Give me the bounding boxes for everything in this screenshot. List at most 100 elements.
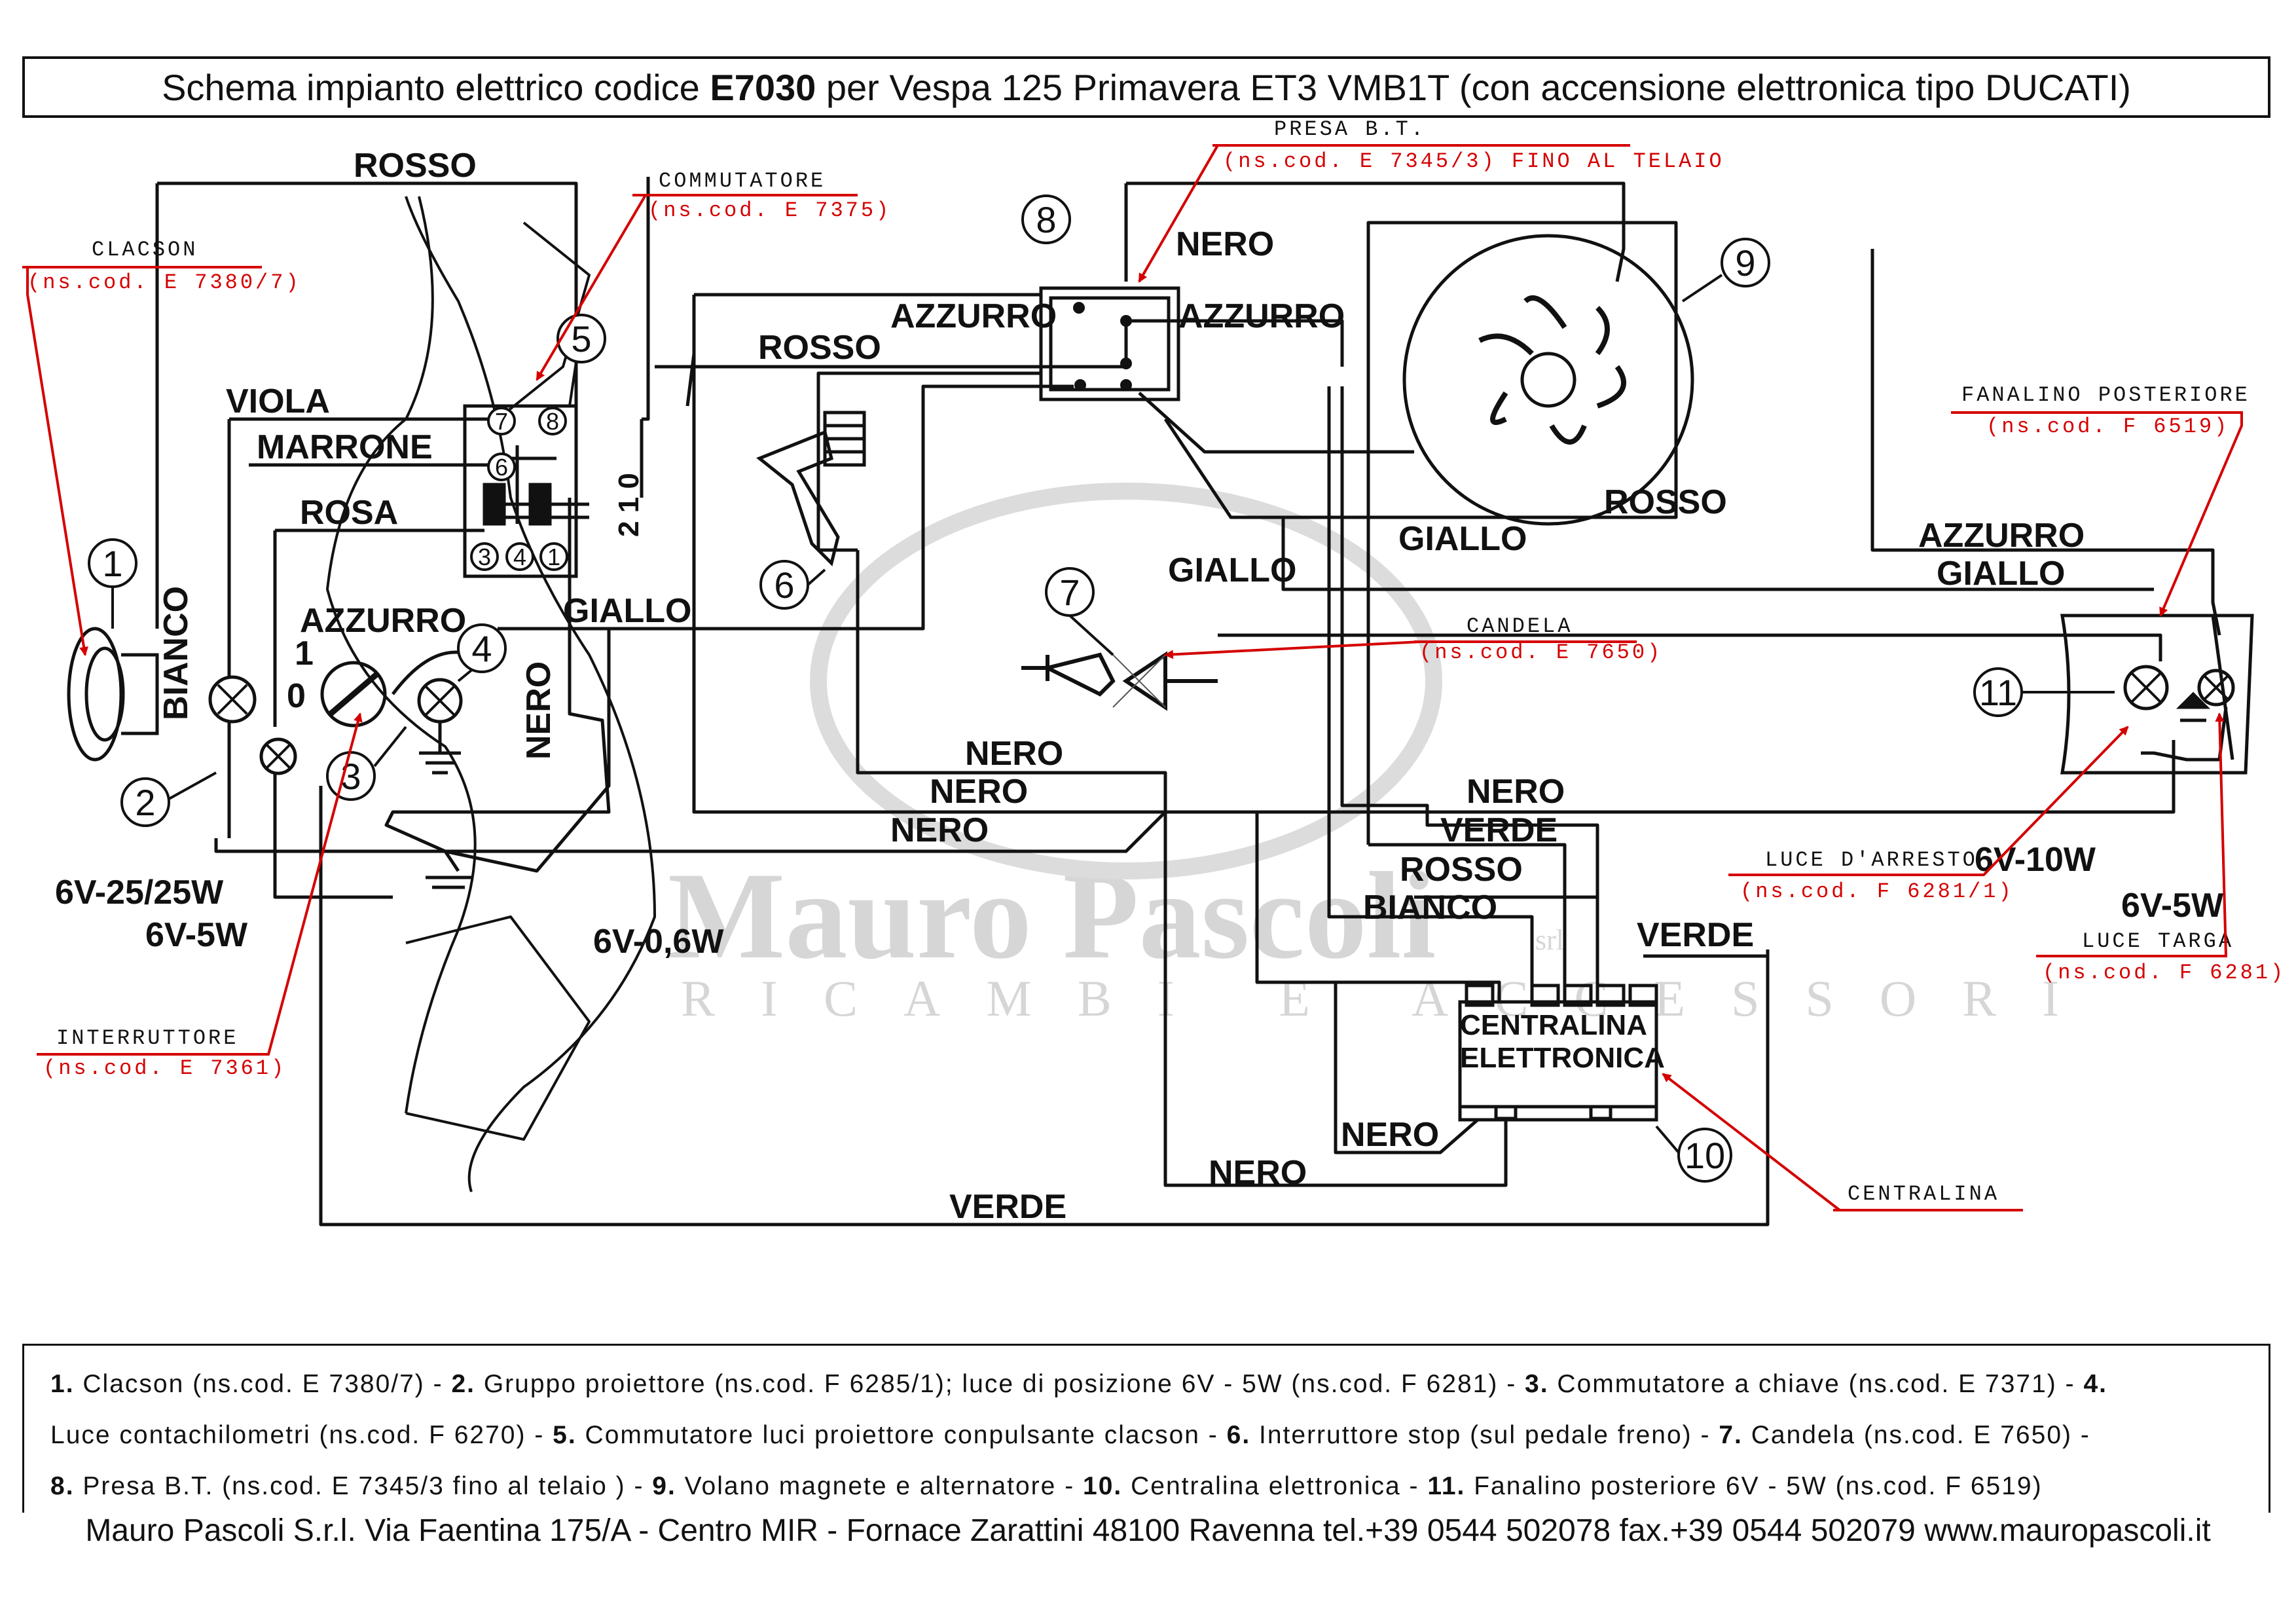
legend: 1. Clacson (ns.cod. E 7380/7) - 2. Grupp… (22, 1344, 2270, 1534)
presa-bt (1039, 286, 1180, 401)
label-azzurro-right: AZZURRO (1918, 517, 2085, 555)
component-11: 11 (1973, 667, 2023, 717)
legend-number: 2. (451, 1370, 475, 1398)
pin-3-label: 3 (478, 544, 491, 570)
legend-text: Interruttore stop (sul pedale freno) - (1259, 1421, 1711, 1449)
wire-rosso-flywheel (1366, 221, 1678, 519)
wire-cu-left (1334, 980, 1501, 1154)
svg-text:11: 11 (1979, 672, 2017, 713)
legend-number: 9. (652, 1472, 676, 1500)
watermark-logo (810, 483, 1442, 879)
legend-number: 6. (1226, 1421, 1251, 1449)
pin-4-label: 4 (513, 544, 526, 570)
wire-giallo-presa (1138, 392, 1552, 519)
light-switch (463, 404, 589, 578)
legend-number: 10. (1083, 1472, 1123, 1500)
callout-interruttore-title: INTERRUTTORE (56, 1026, 238, 1050)
legend-text: Clacson (ns.cod. E 7380/7) - (82, 1370, 443, 1398)
label-nero-bottom: NERO (1209, 1154, 1307, 1192)
leader-presa (1139, 144, 1630, 282)
label-rosso-top: ROSSO (354, 147, 477, 185)
callout-fanalino-code: (ns.cod. F 6519) (1986, 415, 2229, 439)
label-nero-1: NERO (965, 735, 1063, 773)
watermark-brand: srl (1535, 924, 1564, 956)
callout-commutatore-title: COMMUTATORE (659, 169, 826, 193)
pin-1-label: 1 (547, 544, 560, 570)
legend-text: Commutatore a chiave (ns.cod. E 7371) - (1557, 1370, 2075, 1398)
horn (67, 627, 159, 762)
label-nero-left: NERO (520, 661, 558, 760)
switch-terminals: 2 1 0 (613, 473, 645, 537)
svg-text:6: 6 (774, 564, 794, 606)
cu-label-line2: ELETTRONICA (1460, 1042, 1665, 1074)
spark-plug (1021, 651, 1218, 711)
legend-text: Volano magnete e alternatore - (684, 1472, 1075, 1500)
wire-verde-cu (1340, 386, 1599, 989)
wire-giallo-right (1218, 633, 2162, 661)
legend-number: 8. (50, 1472, 75, 1500)
label-azzurro-mid-r: AZZURRO (1178, 297, 1345, 335)
svg-text:4: 4 (471, 628, 492, 669)
rating-speedo: 6V-0,6W (593, 923, 724, 961)
legend-number: 11. (1427, 1472, 1466, 1500)
wire-switch-top (640, 177, 650, 498)
label-switch-1: 1 (295, 635, 314, 673)
wire-presa-right (1124, 181, 1626, 282)
legend-text: Candela (ns.cod. E 7650) - (1751, 1421, 2090, 1449)
callout-arresto-title: LUCE D'ARRESTO (1765, 848, 1978, 872)
callout-candela-title: CANDELA (1467, 614, 1573, 638)
label-rosso-mid: ROSSO (758, 329, 881, 367)
legend-line: Luce contachilometri (ns.cod. F 6270) - … (50, 1410, 2242, 1461)
ground-symbol (419, 722, 471, 889)
wire-azzurro-mid (921, 384, 1074, 550)
rating-pos-light: 6V-5W (145, 916, 248, 954)
leader-candela (1165, 640, 1637, 655)
legend-number: 5. (553, 1421, 577, 1449)
component-8: 8 (1021, 194, 1071, 244)
leader-fanalino (1951, 411, 2243, 617)
rating-stop: 6V-10W (1975, 841, 2096, 879)
cu-label-line1: CENTRALINA (1460, 1009, 1647, 1041)
component-4: 4 (457, 623, 507, 673)
label-rosso-right: ROSSO (1400, 851, 1523, 889)
title-code: E7030 (710, 66, 816, 108)
callout-targa-code: (ns.cod. F 6281) (2043, 961, 2286, 985)
wire-nero-black (692, 295, 2176, 814)
page-title: Schema impianto elettrico codice E7030 p… (22, 56, 2270, 118)
svg-text:9: 9 (1735, 242, 1755, 284)
label-viola: VIOLA (226, 382, 330, 420)
component-1: 1 (88, 538, 137, 588)
callout-centralina-title: CENTRALINA (1848, 1182, 1999, 1206)
electronic-unit (1458, 984, 1658, 1122)
legend-text: Presa B.T. (ns.cod. E 7345/3 fino al tel… (82, 1472, 644, 1500)
wire-verde-bottom (319, 786, 1770, 1227)
component-9: 9 (1721, 238, 1770, 287)
rating-headlamp: 6V-25/25W (55, 874, 224, 912)
legend-text: Centralina elettronica - (1131, 1472, 1419, 1500)
label-giallo-left: GIALLO (563, 592, 691, 630)
leader-interruttore (37, 712, 363, 1056)
svg-text:7: 7 (1059, 572, 1080, 613)
rating-plate: 6V-5W (2121, 887, 2224, 925)
label-giallo-mid: GIALLO (1168, 551, 1296, 589)
label-bianco-left: BIANCO (157, 586, 195, 720)
pin-3 (470, 542, 499, 571)
component-7: 7 (1045, 567, 1095, 617)
pin-1 (539, 542, 568, 571)
legend-text: Fanalino posteriore 6V - 5W (ns.cod. F 6… (1474, 1472, 2043, 1500)
label-bianco-right: BIANCO (1363, 889, 1497, 927)
label-nero-cu: NERO (1341, 1116, 1439, 1154)
label-azzurro-left: AZZURRO (300, 602, 466, 640)
label-nero-top: NERO (1176, 225, 1274, 263)
watermark-subtitle: RICAMBI E ACCESSORI (681, 970, 2105, 1027)
callout-presa-title: PRESA B.T. (1274, 117, 1426, 141)
leader-centralina (1663, 1074, 2023, 1211)
wire-rosa (273, 528, 484, 727)
component-2: 2 (120, 777, 170, 827)
pin-6 (487, 452, 516, 481)
label-giallo-flywheel: GIALLO (1398, 520, 1527, 558)
wire-rear-loop (2141, 707, 2228, 762)
pin-7-label: 7 (495, 408, 508, 435)
pin-4 (505, 542, 534, 571)
wire-6v5w (273, 773, 393, 899)
